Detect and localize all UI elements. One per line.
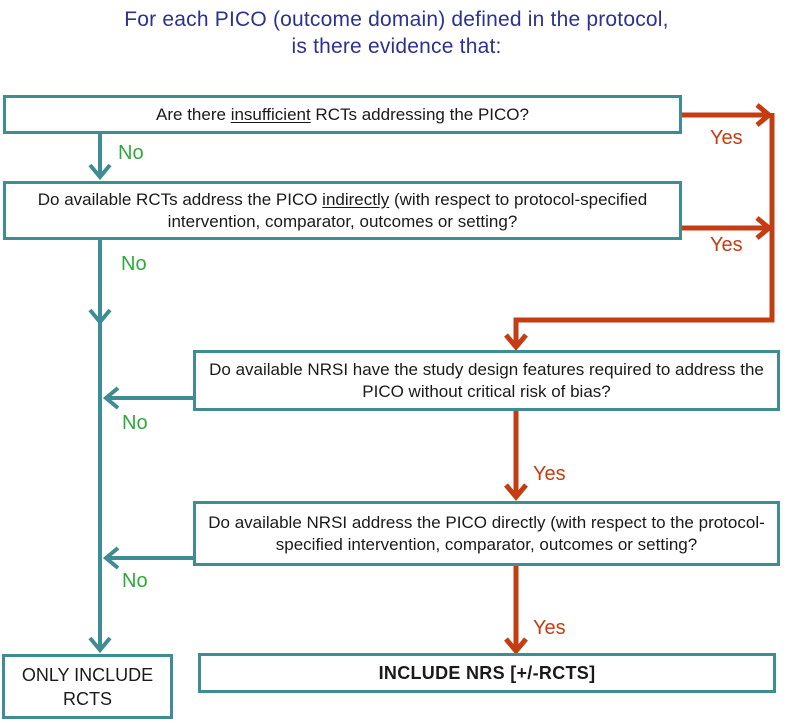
yes-label-q3: Yes — [533, 463, 566, 485]
yes-label-q2: Yes — [710, 234, 743, 256]
outcome-box-only-include-rcts: ONLY INCLUDE RCTS — [2, 654, 173, 719]
decision-box-rcts-indirect-text: Do available RCTs address the PICO indir… — [6, 187, 679, 235]
page-title: For each PICO (outcome domain) defined i… — [0, 6, 793, 60]
no-label-q1: No — [118, 142, 144, 164]
no-arrow-q1-to-q2 — [88, 133, 112, 181]
outcome-box-only-include-rcts-text: ONLY INCLUDE RCTS — [21, 664, 154, 709]
yes-arrow-q1-right — [682, 103, 773, 127]
q1-text-post: RCTs addressing the PICO? — [310, 104, 529, 124]
decision-box-nrsi-design-text: Do available NRSI have the study design … — [209, 359, 764, 401]
decision-box-insufficient-rcts-text: Are there insufficient RCTs addressing t… — [6, 102, 679, 128]
no-arrow-q4-to-trunk — [102, 546, 193, 570]
outcome-box-include-nrs: INCLUDE NRS [+/-RCTS] — [198, 653, 776, 693]
title-line-2: is there evidence that: — [291, 35, 502, 58]
no-line-q2-to-only-rcts — [88, 240, 112, 654]
title-line-1: For each PICO (outcome domain) defined i… — [124, 8, 669, 31]
decision-box-nrsi-direct-text: Do available NRSI address the PICO direc… — [208, 512, 765, 554]
no-label-q2: No — [121, 253, 147, 275]
decision-box-nrsi-design: Do available NRSI have the study design … — [193, 350, 780, 411]
q2-text-pre: Do available RCTs address the PICO — [37, 189, 323, 209]
q1-text-pre: Are there — [156, 104, 231, 124]
decision-box-insufficient-rcts: Are there insufficient RCTs addressing t… — [3, 95, 682, 134]
q1-underlined-word: insufficient — [230, 104, 311, 124]
yes-arrow-q4-to-nrs — [504, 566, 528, 655]
yes-arrow-q3-to-q4 — [504, 410, 528, 501]
decision-box-rcts-indirect: Do available RCTs address the PICO indir… — [3, 181, 682, 240]
yes-label-q4: Yes — [533, 617, 566, 639]
outcome-box-include-nrs-text: INCLUDE NRS [+/-RCTS] — [378, 663, 596, 683]
yes-label-q1: Yes — [710, 127, 743, 149]
no-label-q3: No — [122, 412, 148, 434]
decision-box-nrsi-direct: Do available NRSI address the PICO direc… — [193, 501, 780, 566]
q2-text-post: (with respect to protocol-specified inte… — [167, 189, 648, 231]
q2-underlined-word: indirectly — [322, 189, 390, 209]
no-label-q4: No — [122, 570, 148, 592]
no-arrow-q3-to-trunk — [102, 386, 193, 410]
